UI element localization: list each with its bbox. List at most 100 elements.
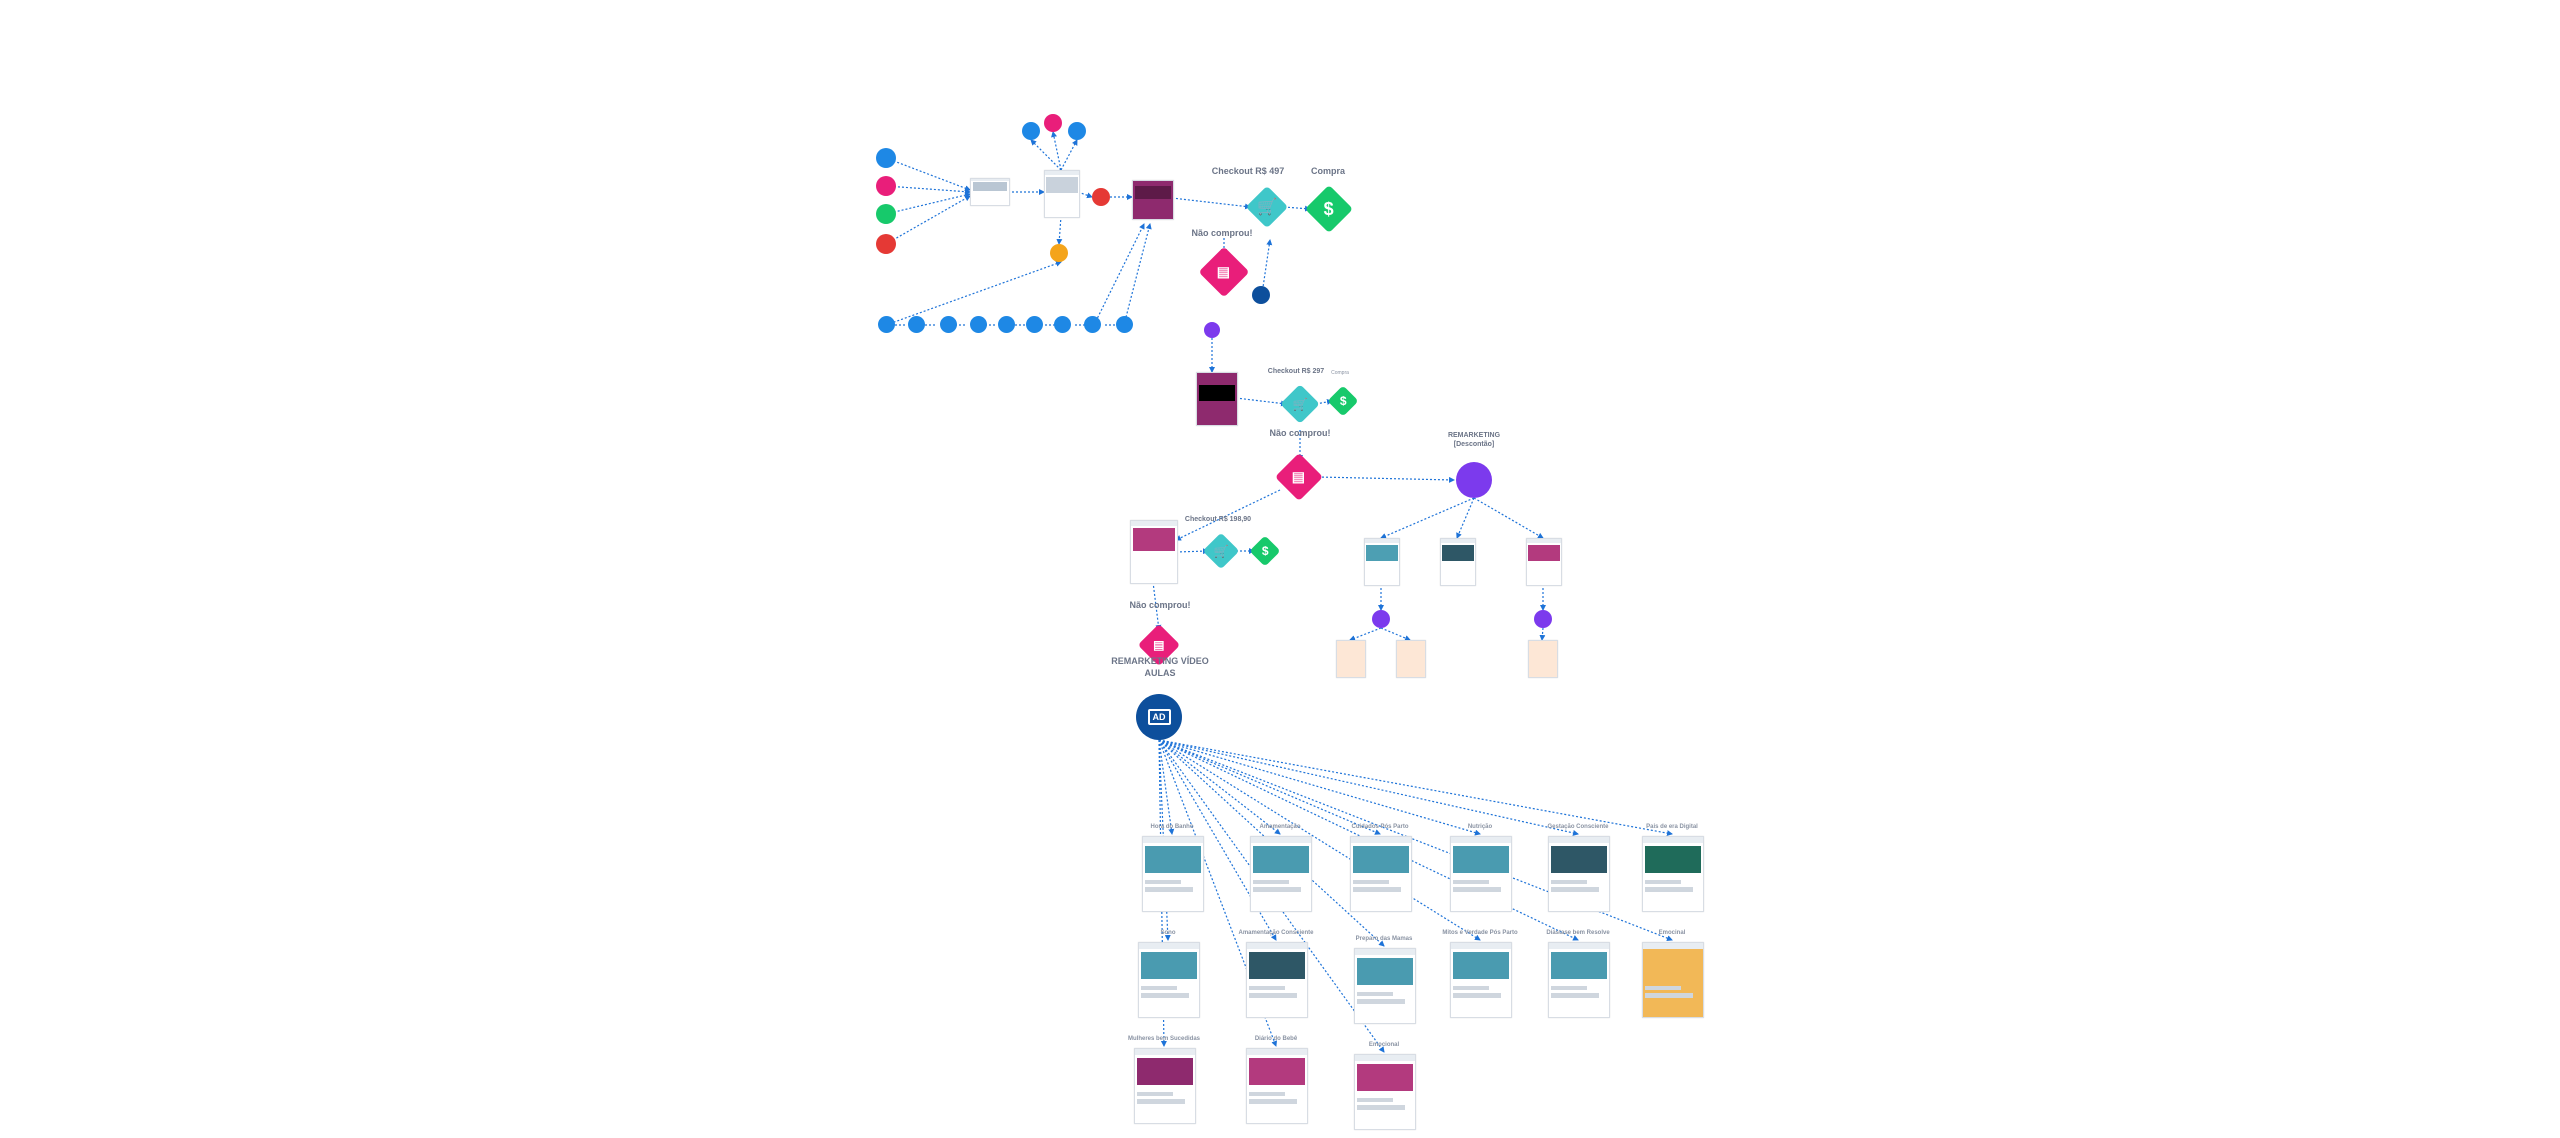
connector-line — [1158, 739, 1579, 836]
descontao-label: [Descontão] — [1453, 441, 1495, 448]
connector-line — [1473, 497, 1544, 539]
content-source-icon — [1054, 316, 1071, 333]
whatsapp-icon — [1022, 122, 1040, 140]
capture-page-thumbnail — [970, 178, 1010, 206]
cart-icon: 🛒 — [1292, 396, 1308, 411]
remarketing-label: REMARKETING — [1447, 432, 1501, 439]
video-page-thumbnail — [1142, 836, 1204, 912]
video-page-thumbnail — [1642, 942, 1704, 1018]
content-source-icon — [1026, 316, 1043, 333]
video-page-label: Amamentação Consciente — [1238, 930, 1314, 936]
video-page-label: Cuidados Pós Parto — [1351, 824, 1409, 830]
connector-line — [1171, 197, 1251, 210]
video-page-label: Gestação Consciente — [1547, 824, 1609, 830]
connector-line — [885, 185, 971, 195]
connector-line — [1123, 223, 1152, 326]
compra-label: Compra — [1310, 166, 1346, 176]
traffic-source-icon — [876, 148, 896, 168]
video-page-label: Nutrição — [1467, 824, 1493, 830]
checkout-297-label: Checkout R$ 297 — [1267, 368, 1325, 375]
connector-line — [1380, 497, 1475, 539]
connector-line — [1349, 627, 1382, 641]
traffic-source-icon — [876, 234, 896, 254]
thank-you-page-thumbnail — [1044, 170, 1080, 218]
video-page-thumbnail — [1450, 942, 1512, 1018]
page-icon: ▤ — [1217, 263, 1231, 280]
connector-line — [1158, 739, 1481, 941]
checkout-198-label: Checkout R$ 198,90 — [1184, 516, 1252, 523]
dollar-icon: $ — [1261, 544, 1269, 558]
connector-line — [1317, 476, 1455, 483]
email-icon — [1534, 610, 1552, 628]
connector-line — [1158, 739, 1281, 835]
video-page-label: Hora do Banho — [1150, 824, 1194, 830]
email-thumbnail — [1396, 640, 1426, 678]
connector-line — [1380, 627, 1411, 641]
content-source-icon — [1084, 316, 1101, 333]
connector-line — [1152, 581, 1162, 631]
content-source-icon — [970, 316, 987, 333]
connector-line — [885, 192, 971, 215]
traffic-source-icon — [876, 176, 896, 196]
email-icon — [1204, 322, 1220, 338]
video-page-thumbnail — [1250, 836, 1312, 912]
video-page-label: Preparo das Mamas — [1355, 936, 1413, 942]
offer-297-page-thumbnail — [1196, 372, 1238, 426]
live-event-icon — [1092, 188, 1110, 206]
video-page-thumbnail — [1354, 948, 1416, 1024]
video-ad-icon: AD — [1136, 694, 1182, 740]
remarketing-page-thumbnail — [1364, 538, 1400, 586]
email-thumbnail — [1528, 640, 1558, 678]
connector-line — [1158, 739, 1175, 835]
connector-line — [1077, 191, 1093, 199]
video-page-thumbnail — [1350, 836, 1412, 912]
video-page-thumbnail — [1450, 836, 1512, 912]
connector-line — [1261, 239, 1273, 295]
instagram-icon — [1044, 114, 1062, 132]
aulas-label: AULAS — [1144, 668, 1176, 678]
checkout-497-label: Checkout R$ 497 — [1211, 166, 1285, 176]
connector-line — [1093, 223, 1145, 326]
content-source-icon — [998, 316, 1015, 333]
message-icon — [1252, 286, 1270, 304]
compra-2-label: Compra — [1331, 370, 1349, 376]
video-page-label: Diástase bem Resolve — [1546, 930, 1610, 936]
content-source-icon — [940, 316, 957, 333]
remarketing-ad-icon — [1456, 462, 1492, 498]
email-thumbnail — [1336, 640, 1366, 678]
monitor-icon: AD — [1147, 709, 1171, 725]
connector-line — [1158, 739, 1381, 835]
video-page-thumbnail — [1548, 942, 1610, 1018]
connector-line — [1175, 548, 1209, 555]
content-source-icon — [878, 316, 895, 333]
remarketing-video-label: REMARKETING VÍDEO — [1111, 656, 1209, 666]
connector-line — [1235, 397, 1287, 407]
connector-line — [1060, 139, 1078, 171]
nao-comprou-label: Não comprou! — [1129, 600, 1191, 610]
offer-198-page-thumbnail — [1130, 520, 1178, 584]
video-page-label: Mulheres bem Sucedidas — [1127, 1036, 1201, 1042]
video-page-label: Diário do Bebê — [1254, 1036, 1298, 1042]
connector-line — [1158, 739, 1481, 836]
connector-line — [1456, 497, 1475, 539]
page-icon: ▤ — [1153, 638, 1165, 652]
cart-icon: 🛒 — [1257, 198, 1277, 216]
video-page-label: Pais de era Digital — [1646, 824, 1698, 830]
connector-line — [1030, 139, 1062, 171]
connector-line — [1056, 215, 1063, 245]
video-page-thumbnail — [1134, 1048, 1196, 1124]
video-page-thumbnail — [1246, 942, 1308, 1018]
telegram-icon — [1068, 122, 1086, 140]
connector-line — [1539, 627, 1546, 641]
connector-line — [1051, 131, 1062, 171]
connector-line — [885, 195, 971, 245]
video-page-label: Sono — [1160, 930, 1176, 936]
video-page-label: Emocional — [1368, 1042, 1400, 1048]
video-page-label: Amamentação — [1259, 824, 1301, 830]
alert-icon — [1050, 244, 1068, 262]
video-page-thumbnail — [1246, 1048, 1308, 1124]
dollar-icon: $ — [1339, 394, 1347, 408]
content-source-icon — [1116, 316, 1133, 333]
dollar-icon: $ — [1323, 198, 1335, 219]
remarketing-page-thumbnail — [1440, 538, 1476, 586]
